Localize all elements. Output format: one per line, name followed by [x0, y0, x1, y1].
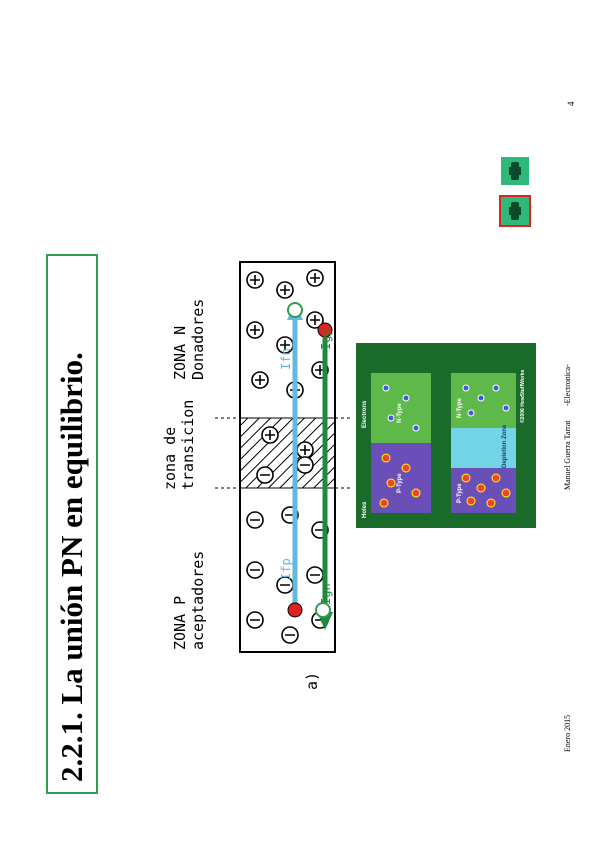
- ign-label: Ign: [319, 583, 333, 605]
- svg-text:ZONA N: ZONA N: [171, 326, 189, 380]
- zone-transition-label: zona de transicion: [161, 400, 197, 490]
- transition-zone: [239, 417, 336, 489]
- footer-course: -Electronica-: [563, 364, 572, 406]
- igp-label: Igp: [319, 328, 333, 350]
- depletion-zone-illustration: Holes Electrons P-Type N-Type P-Type N-T…: [356, 343, 536, 528]
- slide-title-box: 2.2.1. La unión PN en equilibrio.: [46, 254, 98, 794]
- svg-text:aceptadores: aceptadores: [189, 551, 207, 650]
- holes-label: Holes: [362, 501, 368, 518]
- svg-text:transicion: transicion: [179, 400, 197, 490]
- footer-author: Manuel Guerra Tarrat: [563, 420, 572, 490]
- ntype-label-1: N-Type: [397, 402, 403, 423]
- pn-junction-diagram: ZONA P aceptadores zona de transicion ZO…: [161, 261, 350, 690]
- depletion-zone: [451, 428, 516, 468]
- previous-slide-icon[interactable]: [499, 195, 531, 227]
- electrons-label: Electrons: [362, 400, 368, 428]
- slide-title: 2.2.1. La unión PN en equilibrio.: [54, 352, 89, 782]
- ifp-label: Ifp: [279, 558, 293, 580]
- zone-n-label: ZONA N Donadores: [171, 299, 207, 380]
- svg-text:Donadores: Donadores: [189, 299, 207, 380]
- svg-text:zona de: zona de: [161, 427, 179, 490]
- svg-text:ZONA P: ZONA P: [171, 596, 189, 650]
- ptype-label-2: P-Type: [457, 483, 463, 503]
- figure-label: a): [303, 672, 321, 690]
- depletion-label: Depletion Zone: [502, 424, 508, 468]
- page-number: 4: [566, 101, 576, 107]
- ptype-label-1: P-Type: [397, 473, 403, 493]
- zone-p-label: ZONA P aceptadores: [171, 551, 207, 650]
- next-slide-icon[interactable]: [501, 157, 529, 185]
- ntype-label-2: N-Type: [457, 397, 463, 418]
- credit-label: ©2006 HowStuffWorks: [519, 369, 526, 423]
- ifn-label: Ifn: [279, 348, 293, 370]
- footer-date: Enero 2015: [563, 714, 572, 752]
